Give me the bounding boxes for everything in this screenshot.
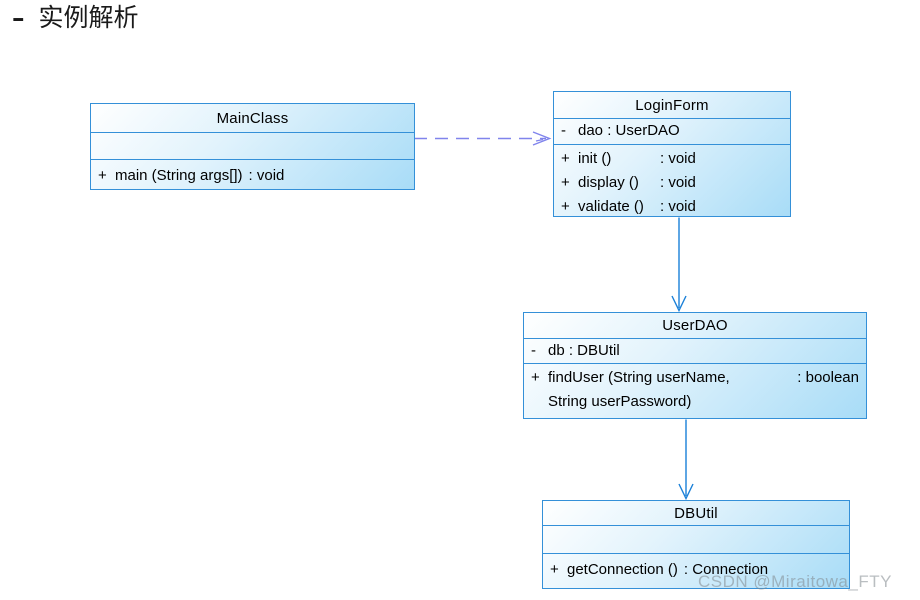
method-display: + display () : void <box>561 171 783 195</box>
method-return-type: : boolean <box>797 369 859 386</box>
attribute-text: dao : UserDAO <box>578 122 680 139</box>
class-box-loginform: LoginForm - dao : UserDAO + init () : vo… <box>553 91 791 217</box>
attribute-db: - db : DBUtil <box>531 340 859 362</box>
method-return-type: : Connection <box>683 561 769 578</box>
method-signature: main (String args[]) <box>115 167 243 184</box>
attribute-text: db : DBUtil <box>548 342 620 359</box>
class-name-loginform: LoginForm <box>635 96 709 114</box>
watermark: CSDN @Miraitowa_FTY <box>698 572 892 591</box>
method-finduser: + findUser (String userName, String user… <box>531 366 859 414</box>
association-arrow-loginform-to-userdao <box>671 217 687 313</box>
attributes-compartment-userdao: - db : DBUtil <box>524 338 866 363</box>
attributes-compartment-mainclass <box>91 132 414 159</box>
method-visibility: + <box>561 198 570 215</box>
title-text: 实例解析 <box>38 3 139 32</box>
method-visibility: + <box>561 174 570 191</box>
method-visibility: + <box>531 369 540 386</box>
method-signature: display () <box>578 174 639 191</box>
class-box-dbutil: DBUtil + getConnection () : Connection <box>542 500 850 589</box>
methods-compartment-userdao: + findUser (String userName, String user… <box>524 363 866 418</box>
attribute-dao: - dao : UserDAO <box>561 120 783 142</box>
method-visibility: + <box>550 561 559 578</box>
attributes-compartment-dbutil <box>543 525 849 553</box>
class-name-mainclass: MainClass <box>216 109 289 127</box>
attribute-visibility: - <box>531 342 536 359</box>
method-return-type: : void <box>660 198 696 215</box>
method-signature: findUser (String userName, String userPa… <box>548 369 730 410</box>
attribute-visibility: - <box>561 122 566 139</box>
class-name-userdao: UserDAO <box>662 317 728 334</box>
method-main: + main (String args[]) : void <box>98 164 407 188</box>
attributes-compartment-loginform: - dao : UserDAO <box>554 118 790 144</box>
method-signature: getConnection () <box>567 561 678 578</box>
method-return-type: : void <box>660 174 696 191</box>
method-return-type: : void <box>248 167 285 184</box>
method-visibility: + <box>98 167 107 184</box>
method-init: + init () : void <box>561 147 783 171</box>
class-box-userdao: UserDAO - db : DBUtil + findUser (String… <box>523 312 867 419</box>
method-signature: init () <box>578 150 612 167</box>
method-return-type: : void <box>660 150 696 167</box>
method-getconnection: + getConnection () : Connection <box>550 558 842 582</box>
page-title: – 实例解析 <box>12 3 139 33</box>
methods-compartment-dbutil: + getConnection () : Connection <box>543 553 849 588</box>
dependency-arrow-mainclass-to-loginform <box>414 131 552 146</box>
method-validate: + validate () : void <box>561 195 783 219</box>
association-arrow-userdao-to-dbutil <box>678 419 694 501</box>
class-name-dbutil: DBUtil <box>674 504 718 522</box>
class-box-mainclass: MainClass + main (String args[]) : void <box>90 103 415 190</box>
title-bullet: – <box>12 3 25 32</box>
method-visibility: + <box>561 150 570 167</box>
methods-compartment-loginform: + init () : void + display () : void + v… <box>554 144 790 219</box>
method-signature: validate () <box>578 198 644 215</box>
methods-compartment-mainclass: + main (String args[]) : void <box>91 159 414 189</box>
